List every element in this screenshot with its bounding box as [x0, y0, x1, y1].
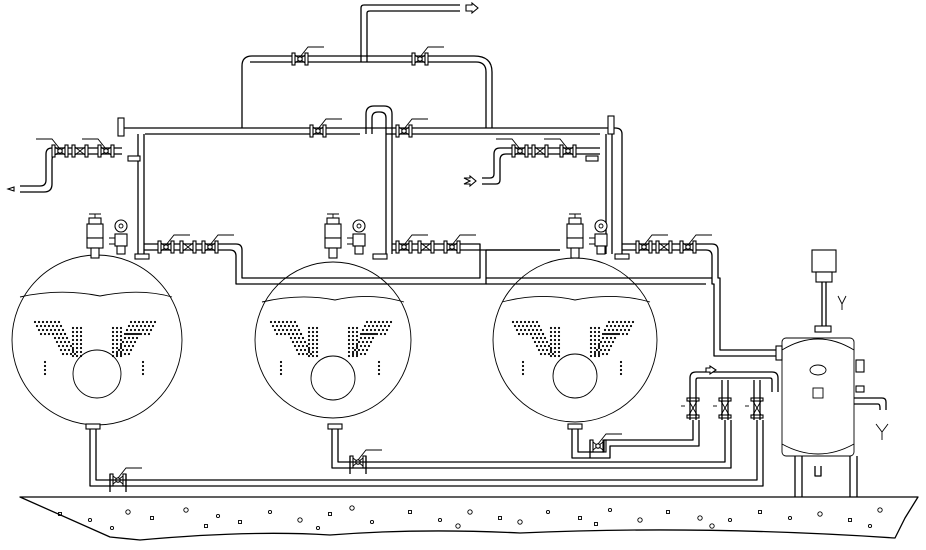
safety-valve-pair — [86, 213, 150, 260]
blowdown-flanges — [85, 423, 591, 492]
boiler-steam-outlet-lines — [144, 243, 778, 357]
middle-inlet-branch — [463, 147, 600, 188]
check-valve-icon — [417, 240, 435, 254]
feed-manifold — [89, 364, 779, 487]
gate-valve-icon — [157, 234, 190, 254]
water-level-line — [261, 295, 405, 303]
steam-outlet-arrow — [465, 1, 479, 15]
feed-line-arrow — [705, 364, 717, 376]
fire-tube-bank — [511, 320, 635, 376]
check-valve-icon — [655, 240, 673, 254]
check-valve-icon — [71, 144, 89, 158]
gate-valve-icon — [411, 46, 444, 66]
outlet-left-arrow — [6, 186, 15, 192]
furnace-flue — [552, 353, 598, 399]
top-steam-header — [122, 4, 615, 254]
boiler-top-fittings — [86, 213, 630, 260]
pump-valve-icon — [681, 397, 700, 419]
boiler-2 — [254, 261, 412, 419]
gate-valve-icon — [395, 118, 428, 138]
fire-tube-bank — [269, 320, 393, 376]
gate-valve-icon — [309, 118, 342, 138]
motor-icon — [811, 249, 837, 273]
tank-body — [781, 337, 855, 457]
check-valve-icon — [179, 240, 197, 254]
gate-valve-icon — [36, 138, 69, 158]
safety-valve-pair — [324, 213, 388, 260]
boiler-1 — [11, 254, 183, 426]
boiler-shell — [254, 261, 412, 419]
boiler-3 — [492, 257, 658, 423]
left-steam-riser — [117, 117, 145, 254]
water-level-line — [19, 291, 173, 298]
ground-line — [19, 496, 919, 541]
gate-valve-icon — [496, 138, 529, 158]
gate-valve-icon — [291, 46, 324, 66]
gate-valve-icon — [679, 234, 712, 254]
sight-glass-icon — [809, 364, 827, 376]
gate-valve-icon — [395, 234, 428, 254]
ground-section — [19, 496, 919, 541]
gate-valve-icon — [82, 138, 115, 158]
inlet-middle-arrow — [463, 174, 477, 188]
gate-valve-icon — [201, 234, 234, 254]
check-valve-icon — [531, 144, 549, 158]
nameplate-icon — [812, 387, 824, 399]
deaerator-tank — [775, 249, 889, 497]
furnace-flue — [72, 349, 122, 399]
valve-set — [36, 46, 764, 487]
fire-tube-bank — [33, 320, 157, 376]
gate-valve-icon — [544, 138, 577, 158]
gate-valve-icon — [635, 234, 668, 254]
right-steam-riser — [585, 115, 623, 254]
boiler-shell — [11, 254, 183, 426]
gate-valve-icon — [589, 433, 622, 453]
boiler-shell — [492, 257, 658, 423]
ground-pebbles — [58, 505, 883, 531]
water-level-line — [501, 295, 651, 303]
gate-valve-icon — [443, 234, 476, 254]
safety-valve-pair — [566, 213, 630, 260]
furnace-flue — [310, 355, 356, 401]
